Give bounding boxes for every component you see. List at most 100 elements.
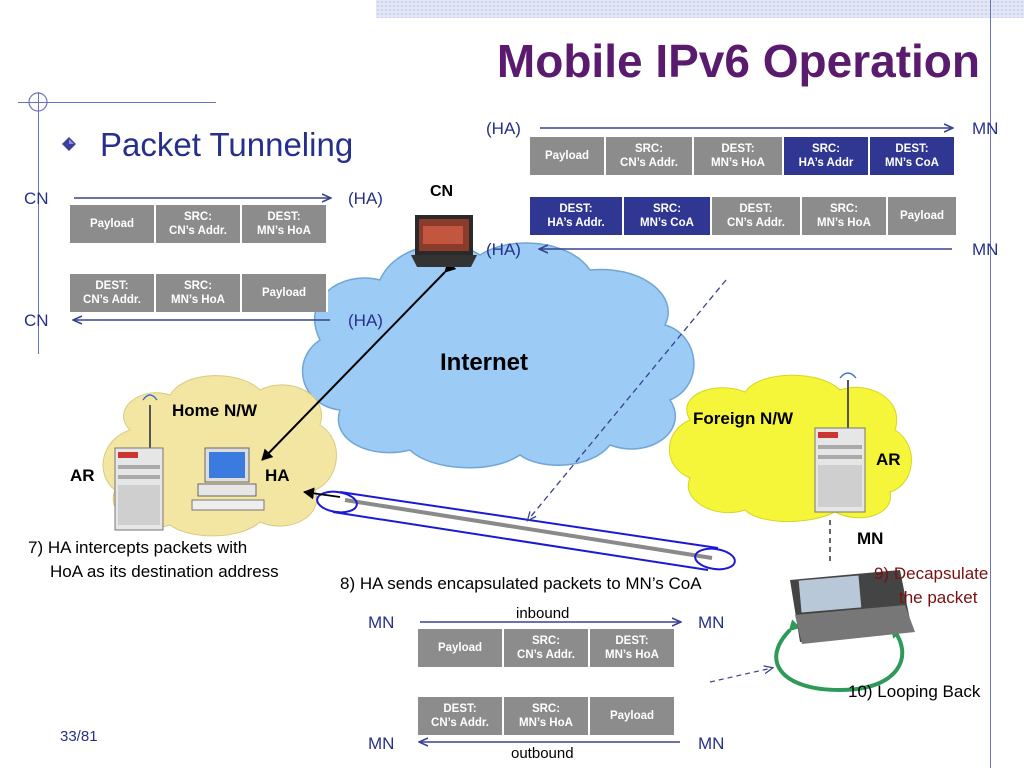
packet-field-line2: MN’s HoA <box>519 717 573 729</box>
packet-field-line1: Payload <box>437 642 483 654</box>
internet-label: Internet <box>440 349 529 376</box>
packet-field-line2: MN’s HoA <box>817 217 871 229</box>
packet-field-line1: SRC: <box>652 203 682 215</box>
home-ar-router-icon <box>114 394 164 531</box>
packet-field: Payload <box>888 197 958 235</box>
packet-field-line2: MN’s HoA <box>605 649 659 661</box>
packet-field: SRC: MN’s CoA <box>624 197 712 235</box>
packet-field-line2: MN’s CoA <box>640 217 694 229</box>
packet-field-line1: DEST: <box>721 143 755 155</box>
ha-reverse-from-label: MN <box>972 240 999 259</box>
packet-ha-to-mn-encapsulated: Payload SRC: CN’s Addr. DEST: MN’s HoA SRC:HA… <box>530 137 956 175</box>
mn-handheld-device-icon <box>790 570 915 644</box>
packet-field: DEST: MN’s HoA <box>590 629 676 667</box>
packet-field-line2: CN’s Addr. <box>431 717 489 729</box>
packet-field-line1: SRC: <box>829 203 859 215</box>
packet-field-line1: SRC: <box>634 143 664 155</box>
packet-field-line1: DEST: <box>615 635 649 647</box>
packet-field: DEST: CN’s Addr. <box>70 274 156 312</box>
packet-field: SRC: MN’s HoA <box>802 197 888 235</box>
packet-field: DEST: HA’s Addr. <box>530 197 624 235</box>
foreign-network-cloud <box>668 374 912 522</box>
packet-field-line1: Payload <box>261 287 307 299</box>
packet-field: SRC: CN’s Addr. <box>606 137 694 175</box>
packet-field: SRC: MN’s HoA <box>156 274 242 312</box>
packet-mn-to-ha-encapsulated: DEST: HA’s Addr. SRC: MN’s CoA DEST: CN’s Add… <box>530 197 958 235</box>
loopback-dashed-arrow <box>709 668 772 683</box>
packet-field-line2: MN’s HoA <box>257 225 311 237</box>
ha-reverse-to-label: (HA) <box>486 240 521 259</box>
packet-field-line1: SRC: <box>183 211 213 223</box>
packet-field-line1: Payload <box>609 710 655 722</box>
diamond-bullet-icon <box>62 137 76 151</box>
packet-field: DEST: CN’s Addr. <box>418 697 504 735</box>
packet-field-line2: CN’s Addr. <box>517 649 575 661</box>
tunnel-arrow-to-ha <box>303 487 341 500</box>
loopback-arrow <box>774 619 905 693</box>
step10-caption: 10) Looping Back <box>848 682 981 701</box>
packet-field-line2: CN’s Addr. <box>727 217 785 229</box>
ha-desktop-icon <box>191 447 265 511</box>
packet-field: SRC:CN’s Addr. <box>156 205 242 243</box>
packet-field-line1: DEST: <box>95 280 129 292</box>
cn-reverse-from-label: (HA) <box>348 311 383 330</box>
tunnel-pipe <box>316 490 736 571</box>
home-nw-label: Home N/W <box>172 401 257 420</box>
page-title: Mobile IPv6 Operation <box>496 35 980 87</box>
section-subtitle: Packet Tunneling <box>100 126 354 163</box>
packet-field: DEST: MN’s CoA <box>870 137 956 175</box>
packet-field-line1: DEST: <box>267 211 301 223</box>
packet-field-line2: HA’s Addr <box>798 157 854 169</box>
step7-caption-line2: HoA as its destination address <box>50 562 279 581</box>
cn-node-label: CN <box>430 183 454 200</box>
step8-caption: 8) HA sends encapsulated packets to MN’s… <box>340 574 702 593</box>
packet-field-line2: MN’s HoA <box>711 157 765 169</box>
packet-field: Payload <box>590 697 676 735</box>
dashed-route-line <box>528 279 727 520</box>
cn-ha-link-arrow <box>261 260 457 461</box>
packet-field-line1: Payload <box>89 218 135 230</box>
packet-field: Payload <box>418 629 504 667</box>
outbound-to-label: MN <box>368 734 395 753</box>
packet-field: SRC:CN’s Addr. <box>504 629 590 667</box>
packet-field-line1: Payload <box>899 210 945 222</box>
packet-field-line2: MN’s HoA <box>171 294 225 306</box>
outbound-label: outbound <box>511 745 574 762</box>
packet-field-line2: CN’s Addr. <box>620 157 678 169</box>
packet-field-line1: Payload <box>544 150 590 162</box>
packet-ha-to-cn: DEST: CN’s Addr. SRC: MN’s HoA Payload <box>70 274 328 312</box>
inbound-label: inbound <box>516 605 570 622</box>
right-edge-line <box>990 0 991 768</box>
packet-field-line2: MN’s CoA <box>885 157 939 169</box>
ha-node-label: HA <box>265 466 290 485</box>
packet-inbound: Payload SRC:CN’s Addr. DEST: MN’s HoA <box>418 629 676 667</box>
home-ar-label: AR <box>70 466 95 485</box>
cn-forward-from-label: CN <box>24 189 49 208</box>
foreign-ar-label: AR <box>876 450 901 469</box>
packet-field-line1: DEST: <box>739 203 773 215</box>
inbound-to-label: MN <box>698 613 725 632</box>
crosshair-horizontal-line <box>18 102 216 103</box>
packet-field: Payload <box>70 205 156 243</box>
packet-field-line1: SRC: <box>183 280 213 292</box>
packet-field-line1: DEST: <box>443 703 477 715</box>
step9-caption-line2: the packet <box>899 588 978 607</box>
mn-node-label: MN <box>857 529 884 548</box>
cn-reverse-to-label: CN <box>24 311 49 330</box>
packet-field-line2: CN’s Addr. <box>83 294 141 306</box>
packet-cn-to-ha: Payload SRC:CN’s Addr. DEST: MN’s HoA <box>70 205 328 243</box>
packet-field-line2: HA’s Addr. <box>547 217 605 229</box>
packet-field: DEST: MN’s HoA <box>694 137 784 175</box>
crosshair-vertical-line <box>38 92 39 354</box>
packet-field: Payload <box>530 137 606 175</box>
inbound-from-label: MN <box>368 613 395 632</box>
outbound-from-label: MN <box>698 734 725 753</box>
packet-field-line1: DEST: <box>559 203 593 215</box>
packet-outbound: DEST: CN’s Addr. SRC:MN’s HoA Payload <box>418 697 676 735</box>
packet-field-line1: DEST: <box>895 143 929 155</box>
step7-caption-line1: 7) HA intercepts packets with <box>28 538 248 557</box>
packet-field: SRC:MN’s HoA <box>504 697 590 735</box>
packet-field: SRC:HA’s Addr <box>784 137 870 175</box>
ha-forward-to-label: MN <box>972 119 999 138</box>
